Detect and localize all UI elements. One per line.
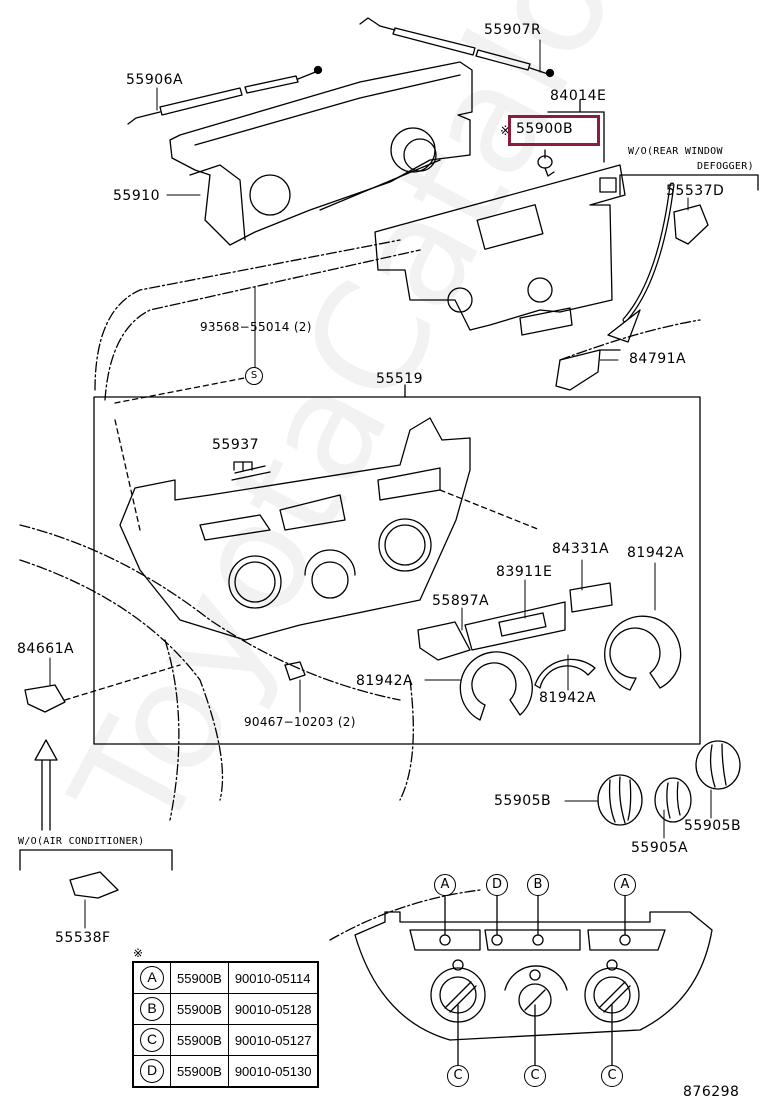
assembly-box-55519 [93, 396, 701, 745]
cable-55907R [359, 17, 555, 78]
part-83911E [464, 601, 566, 651]
legend-key: C [140, 1028, 164, 1052]
part-label-55907R[interactable]: 55907R [484, 22, 542, 38]
cover-55537D [673, 204, 709, 245]
cover-55538F [69, 871, 119, 899]
part-label-55910[interactable]: 55910 [113, 188, 161, 204]
legend-row: C 55900B 90010-05127 [132, 1024, 319, 1056]
legend-marker: ※ [133, 946, 144, 960]
legend-number: 90010-05127 [227, 1024, 319, 1056]
legend-number: 90010-05114 [227, 961, 319, 994]
bracket-84014E [547, 111, 605, 163]
dashboard-outline [19, 239, 701, 941]
part-label-55900B[interactable]: 55900B [516, 121, 574, 137]
screw-s-icon: S [245, 367, 263, 385]
clips-55937 [231, 465, 271, 481]
part-label-55897A[interactable]: 55897A [432, 593, 490, 609]
cover-84661A [24, 684, 66, 713]
part-label-81942A-left[interactable]: 81942A [356, 673, 414, 689]
asterisk-mark: ※ [500, 124, 512, 139]
callout-a-left: A [434, 874, 456, 896]
detail-view-panel [354, 895, 713, 1066]
part-label-55937[interactable]: 55937 [212, 437, 260, 453]
part-label-55905A[interactable]: 55905A [631, 840, 689, 856]
ring-81942A-right [604, 615, 682, 691]
control-base-55910 [169, 61, 473, 246]
legend-row: B 55900B 90010-05128 [132, 993, 319, 1025]
cable-55906A [127, 65, 323, 125]
legend-part: 55900B [170, 993, 229, 1025]
cover-84791A [555, 349, 601, 391]
part-label-84014E[interactable]: 84014E [550, 88, 607, 104]
part-label-55538F[interactable]: 55538F [55, 930, 111, 946]
clip-90467 [284, 661, 306, 681]
legend-key: D [140, 1059, 164, 1083]
highlight-box [508, 115, 600, 146]
legend-row: D 55900B 90010-05130 [132, 1055, 319, 1088]
part-label-81942A-mid[interactable]: 81942A [539, 690, 597, 706]
part-label-55906A[interactable]: 55906A [126, 72, 184, 88]
legend-row: A 55900B 90010-05114 [132, 961, 319, 994]
ring-81942A-mid [534, 658, 596, 689]
legend-part: 55900B [170, 1024, 229, 1056]
callout-c-mid: C [524, 1065, 546, 1087]
part-label-83911E[interactable]: 83911E [496, 564, 553, 580]
legend-table: A 55900B 90010-05114 B 55900B 90010-0512… [132, 961, 320, 1088]
callout-b: B [527, 874, 549, 896]
legend-part: 55900B [170, 1055, 229, 1088]
ring-81942A-left [459, 651, 533, 721]
note-rear-window-1: W/O(REAR WINDOW [628, 146, 723, 157]
part-label-55519[interactable]: 55519 [376, 371, 424, 387]
part-label-90467-10203[interactable]: 90467−10203 (2) [244, 715, 356, 729]
part-label-84661A[interactable]: 84661A [17, 641, 75, 657]
part-55897A [417, 621, 471, 661]
legend-part: 55900B [170, 961, 229, 994]
part-label-93568-55014[interactable]: 93568−55014 (2) [200, 320, 312, 334]
part-label-84791A[interactable]: 84791A [629, 351, 687, 367]
part-label-55905B-right[interactable]: 55905B [684, 818, 742, 834]
part-label-55537D[interactable]: 55537D [666, 183, 725, 199]
callout-c-right: C [601, 1065, 623, 1087]
callout-c-left: C [447, 1065, 469, 1087]
legend-number: 90010-05128 [227, 993, 319, 1025]
part-label-55905B-left[interactable]: 55905B [494, 793, 552, 809]
note-rear-window-2: DEFOGGER) [697, 161, 754, 172]
knobs-55905 [597, 740, 741, 826]
callout-a-right: A [614, 874, 636, 896]
clip-55900B [537, 155, 555, 177]
note-air-conditioner: W/O(AIR CONDITIONER) [18, 836, 145, 847]
diagram-number: 876298 [683, 1084, 740, 1100]
legend-key: B [140, 997, 164, 1021]
part-label-81942A-top[interactable]: 81942A [627, 545, 685, 561]
control-assembly-55519 [114, 417, 541, 641]
part-label-84331A[interactable]: 84331A [552, 541, 610, 557]
callout-d: D [486, 874, 508, 896]
legend-key: A [140, 966, 164, 990]
legend-number: 90010-05130 [227, 1055, 319, 1088]
part-84331A [569, 582, 613, 613]
panel-plate-84014E [374, 164, 626, 336]
